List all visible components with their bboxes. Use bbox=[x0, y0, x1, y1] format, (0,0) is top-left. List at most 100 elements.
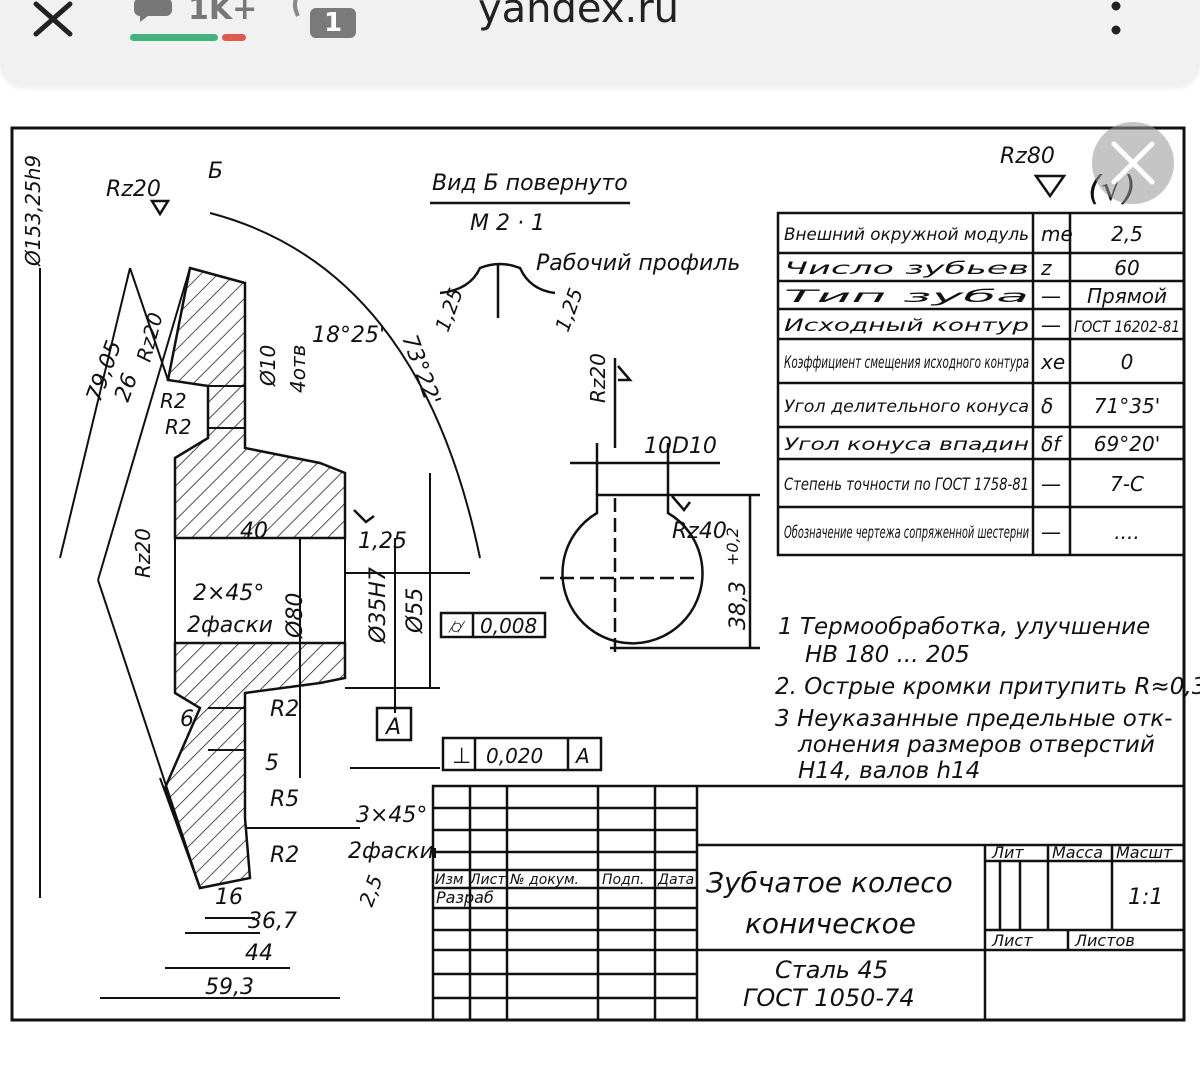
param-name: Угол делительного конуса bbox=[784, 397, 1029, 417]
dim-5-label: 5 bbox=[265, 751, 279, 776]
param-value: ГОСТ 16202-81 bbox=[1074, 317, 1180, 336]
material-2: ГОСТ 1050-74 bbox=[743, 984, 915, 1012]
perp-symbol: ⊥ bbox=[452, 744, 471, 769]
browser-toolbar: 1K+ 1 yandex.ru bbox=[0, 0, 1200, 86]
angle-18-label: 18°25' bbox=[312, 323, 385, 348]
key-tol-label: +0,2 bbox=[723, 527, 742, 566]
note-3c: Н14, валов h14 bbox=[798, 758, 980, 784]
lit-label: Лит bbox=[991, 843, 1024, 862]
working-profile-label: Рабочий профиль bbox=[536, 251, 740, 276]
close-icon bbox=[1111, 141, 1155, 185]
param-name: Коэффициент смещения исходного контура bbox=[784, 353, 1029, 373]
param-symbol: — bbox=[1041, 284, 1061, 308]
tolerance-frames bbox=[375, 611, 603, 772]
address-url[interactable]: yandex.ru bbox=[478, 0, 680, 32]
dim-16-label: 16 bbox=[215, 885, 243, 910]
close-icon[interactable] bbox=[26, 0, 82, 44]
perp-base-label: A bbox=[574, 744, 590, 768]
more-menu-icon[interactable] bbox=[1098, 0, 1138, 44]
chamfer-a2-label: 2фаски bbox=[187, 613, 273, 638]
flatness-symbol: ⌭ bbox=[448, 614, 466, 638]
title-block bbox=[431, 784, 1186, 1022]
massa-label: Масса bbox=[1052, 843, 1103, 862]
note-1b: НВ 180 ... 205 bbox=[805, 642, 970, 668]
param-value: 69°20' bbox=[1094, 432, 1160, 456]
comments-button[interactable]: 1K+ bbox=[130, 0, 257, 46]
diam-35-label: Ø35H7 bbox=[366, 567, 391, 644]
rz40-label: Rz40 bbox=[672, 519, 727, 544]
image-close-button[interactable] bbox=[1092, 122, 1174, 204]
col-sign: Подп. bbox=[602, 872, 644, 888]
holes-label: 4отв bbox=[286, 345, 310, 393]
col-doc: № докум. bbox=[509, 872, 579, 888]
param-value: Прямой bbox=[1087, 284, 1167, 308]
material-1: Сталь 45 bbox=[775, 956, 888, 984]
param-symbol: δ bbox=[1041, 394, 1053, 418]
param-value: 2,5 bbox=[1111, 222, 1143, 246]
col-date: Дата bbox=[657, 872, 694, 888]
r5-label: R5 bbox=[270, 787, 299, 812]
v125-label: 1,25 bbox=[358, 529, 407, 554]
dim-6-label: 6 bbox=[180, 707, 194, 732]
param-name: Внешний окружной модуль bbox=[784, 225, 1029, 245]
flatness-tol-label: 0,008 bbox=[480, 614, 537, 638]
rz20-top-label: Rz20 bbox=[106, 177, 161, 202]
param-name: Угол конуса впадин bbox=[784, 435, 1029, 455]
diam-153-label: Ø153,25h9 bbox=[21, 155, 45, 267]
dim-d10-label: Ø10 bbox=[256, 345, 280, 387]
rz20-key-label: Rz20 bbox=[586, 353, 610, 403]
razrab-label: Разраб bbox=[436, 888, 494, 907]
param-symbol: — bbox=[1041, 313, 1061, 337]
param-value: 0 bbox=[1121, 350, 1134, 374]
r2-b-label: R2 bbox=[165, 415, 192, 439]
param-symbol: xе bbox=[1040, 350, 1065, 374]
rz80-label: Rz80 bbox=[1000, 144, 1055, 169]
param-name: Степень точности по ГОСТ 1758-81 bbox=[784, 475, 1029, 495]
base-a-label: A bbox=[384, 715, 401, 740]
gear-outline bbox=[39, 212, 481, 999]
part-name-1: Зубчатое колесо bbox=[706, 866, 953, 899]
comments-count: 1K+ bbox=[188, 0, 258, 27]
view-mark: Б bbox=[208, 159, 223, 184]
note-1: 1 Термообработка, улучшение bbox=[778, 614, 1150, 640]
note-3b: лонения размеров отверстий bbox=[797, 732, 1155, 758]
param-value: .... bbox=[1114, 520, 1139, 544]
tabs-icon bbox=[293, 0, 300, 17]
chamfer-a-label: 2×45° bbox=[193, 581, 264, 606]
param-name: Число зубьев bbox=[784, 259, 1029, 279]
r2-d-label: R2 bbox=[270, 843, 299, 868]
param-value: 60 bbox=[1114, 256, 1139, 280]
tabs-button[interactable]: 1 bbox=[292, 0, 364, 50]
param-symbol: z bbox=[1040, 256, 1052, 280]
part-name-2: коническое bbox=[745, 907, 916, 940]
r2-a-label: R2 bbox=[160, 389, 187, 413]
param-symbol: — bbox=[1041, 472, 1061, 496]
chamfer-b2-label: 2фаски bbox=[348, 839, 434, 864]
perp-tol-label: 0,020 bbox=[486, 744, 543, 768]
dim-40-label: 40 bbox=[240, 519, 268, 544]
diam-80-label: Ø80 bbox=[283, 593, 308, 639]
tooth-profile bbox=[430, 201, 630, 318]
r2-c-label: R2 bbox=[270, 697, 299, 722]
diam-55-label: Ø55 bbox=[403, 588, 428, 634]
rz20-mid-label: Rz20 bbox=[131, 528, 155, 578]
comment-bubble-icon bbox=[130, 0, 246, 41]
key-10-label: 10D10 bbox=[644, 434, 717, 459]
roughness-symbols bbox=[149, 174, 1067, 524]
param-name: Исходный контур bbox=[784, 316, 1029, 336]
listov-label: Листов bbox=[1074, 931, 1135, 950]
param-symbol: δf bbox=[1041, 432, 1063, 456]
key-383-label: 38,3 bbox=[726, 581, 751, 630]
scale-value: 1:1 bbox=[1128, 885, 1163, 910]
dim-44-label: 44 bbox=[245, 941, 273, 966]
view-title: Вид Б повернуто bbox=[432, 171, 628, 196]
dim-593-label: 59,3 bbox=[205, 975, 254, 1000]
note-2: 2. Острые кромки притупить R≈0,3 bbox=[775, 674, 1200, 700]
dim-367-label: 36,7 bbox=[248, 909, 297, 934]
col-izm: Изм bbox=[435, 872, 464, 888]
param-value: 71°35' bbox=[1094, 394, 1160, 418]
param-name: Тип зуба bbox=[784, 287, 1029, 307]
